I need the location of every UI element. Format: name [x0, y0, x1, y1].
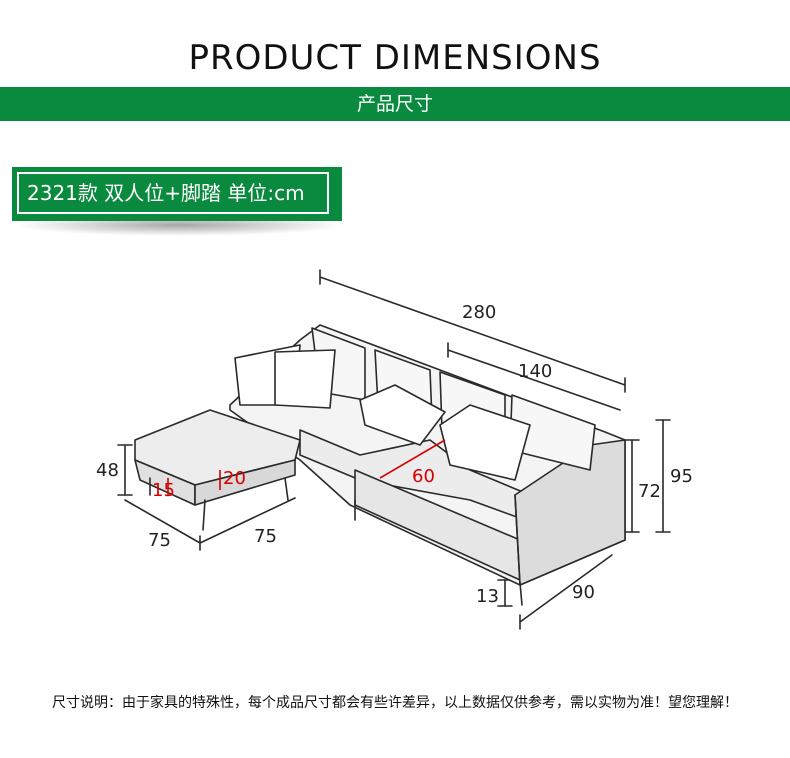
dim-sofa-height: 95: [670, 466, 693, 487]
section-banner-label: 产品尺寸: [356, 93, 433, 115]
dim-footstool-cushion-depth: 15: [152, 480, 175, 501]
dim-footstool-width: 75: [148, 530, 171, 551]
dim-total-length: 280: [462, 302, 496, 323]
size-disclaimer: 尺寸说明：由于家具的特殊性，每个成品尺寸都会有些许差异，以上数据仅供参考，需以实…: [52, 695, 738, 711]
dim-sofa-depth: 90: [572, 582, 595, 603]
dim-footstool-cushion-height: 20: [223, 468, 246, 489]
page-title: PRODUCT DIMENSIONS: [188, 38, 602, 78]
model-tag-label: 2321款 双人位+脚踏 单位:cm: [17, 172, 329, 214]
dim-leg-height: 13: [476, 586, 499, 607]
dim-footstool-height: 48: [96, 460, 119, 481]
dim-footstool-length: 75: [254, 526, 277, 547]
dim-seat-height: 72: [638, 481, 661, 502]
dim-seat-section: 140: [518, 361, 552, 382]
sofa-dimension-drawing: 280 140 95 72 13 90 60 48 75 75 15 20: [96, 269, 693, 630]
section-banner: [0, 87, 790, 121]
dim-seat-depth: 60: [412, 466, 435, 487]
